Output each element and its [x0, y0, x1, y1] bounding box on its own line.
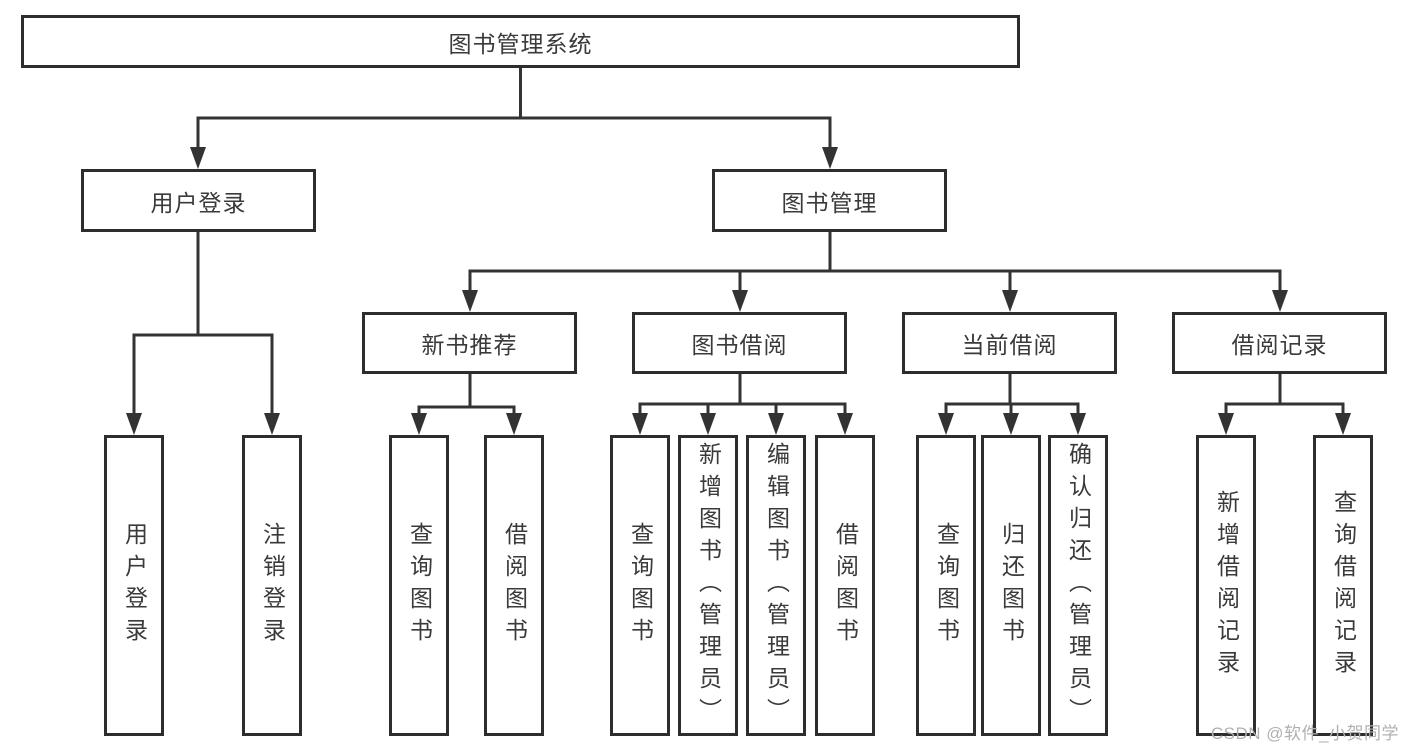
node-book-management: 图书管理 — [712, 169, 947, 232]
leaf-cb-query-books: 查询图书 — [916, 435, 976, 736]
leaf-bb-edit-books-admin-label: 编辑图书（管理员） — [763, 441, 790, 730]
node-borrow-records-label: 借阅记录 — [1231, 332, 1328, 358]
leaf-bb-query-books: 查询图书 — [610, 435, 670, 736]
leaf-user-login: 用户登录 — [104, 435, 164, 736]
leaf-logout-label: 注销登录 — [259, 521, 286, 650]
leaf-logout: 注销登录 — [242, 435, 302, 736]
leaf-bb-add-books-admin-label: 新增图书（管理员） — [695, 441, 722, 730]
node-new-book-recommend-label: 新书推荐 — [421, 332, 518, 358]
leaf-user-login-label: 用户登录 — [121, 521, 148, 650]
node-book-borrowing: 图书借阅 — [632, 312, 847, 374]
arrowheads — [126, 147, 1351, 435]
leaf-bb-borrow-books-label: 借阅图书 — [832, 521, 859, 650]
leaf-br-add-record: 新增借阅记录 — [1196, 435, 1256, 736]
leaf-bb-add-books-admin: 新增图书（管理员） — [678, 435, 738, 736]
leaf-nb-borrow-books-label: 借阅图书 — [501, 521, 528, 650]
node-root: 图书管理系统 — [21, 15, 1020, 68]
leaf-nb-query-books-label: 查询图书 — [406, 521, 433, 650]
leaf-nb-borrow-books: 借阅图书 — [484, 435, 544, 736]
node-user-login: 用户登录 — [81, 169, 316, 232]
leaf-cb-query-books-label: 查询图书 — [933, 521, 960, 650]
node-new-book-recommend: 新书推荐 — [362, 312, 577, 374]
node-current-borrowing-label: 当前借阅 — [961, 332, 1058, 358]
node-current-borrowing: 当前借阅 — [902, 312, 1117, 374]
node-root-label: 图书管理系统 — [448, 30, 593, 57]
leaf-bb-edit-books-admin: 编辑图书（管理员） — [746, 435, 806, 736]
leaf-cb-return-books: 归还图书 — [981, 435, 1041, 736]
leaf-cb-return-books-label: 归还图书 — [998, 521, 1025, 650]
leaf-bb-borrow-books: 借阅图书 — [815, 435, 875, 736]
node-book-management-label: 图书管理 — [781, 189, 878, 216]
leaf-br-query-record-label: 查询借阅记录 — [1330, 489, 1357, 682]
leaf-cb-confirm-return-admin-label: 确认归还（管理员） — [1065, 441, 1092, 730]
watermark: CSDN @软件_小贺同学 — [1210, 724, 1399, 743]
leaf-br-add-record-label: 新增借阅记录 — [1213, 489, 1240, 682]
node-user-login-label: 用户登录 — [150, 189, 247, 216]
leaf-bb-query-books-label: 查询图书 — [627, 521, 654, 650]
leaf-cb-confirm-return-admin: 确认归还（管理员） — [1048, 435, 1108, 736]
node-book-borrowing-label: 图书借阅 — [691, 332, 788, 358]
node-borrow-records: 借阅记录 — [1172, 312, 1387, 374]
leaf-nb-query-books: 查询图书 — [389, 435, 449, 736]
leaf-br-query-record: 查询借阅记录 — [1313, 435, 1373, 736]
